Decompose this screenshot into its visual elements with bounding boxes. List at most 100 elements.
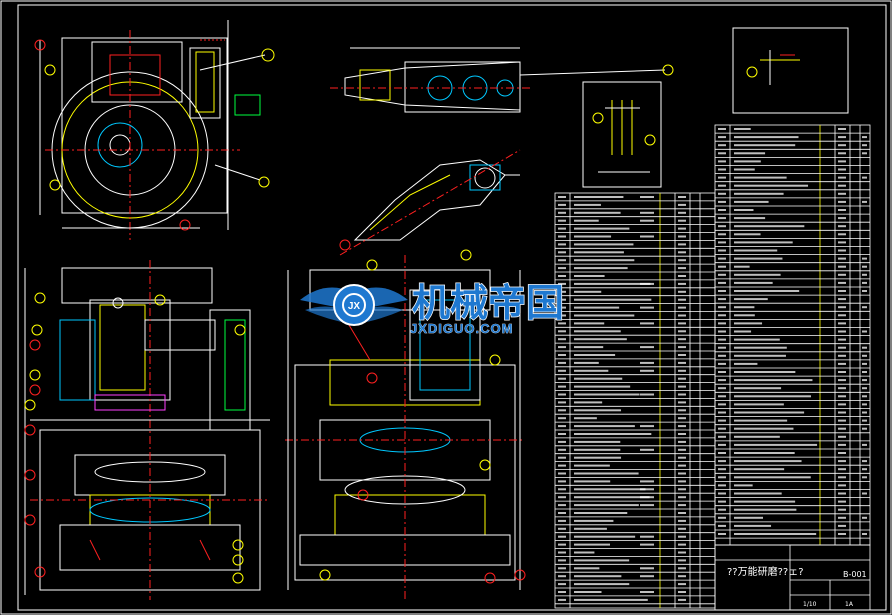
table-text-mark bbox=[838, 330, 846, 333]
drawing-number: B-001 bbox=[843, 570, 867, 579]
table-text-mark bbox=[574, 425, 635, 428]
table-text-mark bbox=[640, 535, 654, 538]
table-text-mark bbox=[640, 369, 654, 372]
table-text-mark bbox=[558, 251, 566, 254]
table-text-mark bbox=[734, 290, 800, 292]
table-text-mark bbox=[862, 354, 867, 357]
table-text-mark bbox=[734, 411, 805, 414]
table-text-mark bbox=[558, 354, 566, 356]
table-text-mark bbox=[734, 338, 780, 341]
table-text-mark bbox=[838, 346, 846, 349]
table-text-mark bbox=[574, 393, 640, 396]
table-text-mark bbox=[678, 361, 686, 364]
table-text-mark bbox=[718, 217, 726, 220]
table-text-mark bbox=[718, 257, 726, 260]
table-text-mark bbox=[838, 533, 846, 535]
table-text-mark bbox=[678, 583, 686, 586]
plan-view-top-left bbox=[34, 20, 275, 240]
table-text-mark bbox=[574, 322, 605, 325]
table-text-mark bbox=[838, 322, 846, 325]
table-text-mark bbox=[862, 281, 867, 284]
table-text-mark bbox=[838, 144, 846, 147]
table-text-mark bbox=[838, 524, 846, 527]
table-text-mark bbox=[734, 322, 763, 325]
table-text-mark bbox=[678, 275, 686, 277]
table-text-mark bbox=[718, 322, 726, 325]
table-text-mark bbox=[574, 346, 604, 349]
table-text-mark bbox=[718, 144, 726, 147]
table-text-mark bbox=[734, 443, 818, 446]
table-text-mark bbox=[558, 559, 566, 562]
table-text-mark bbox=[718, 338, 726, 341]
table-text-mark bbox=[678, 235, 686, 238]
table-text-mark bbox=[640, 543, 654, 546]
table-text-mark bbox=[558, 306, 566, 309]
table-text-mark bbox=[718, 516, 726, 519]
table-text-mark bbox=[574, 480, 611, 483]
table-text-mark bbox=[734, 314, 755, 317]
table-text-mark bbox=[862, 371, 867, 373]
table-text-mark bbox=[558, 385, 566, 388]
table-text-mark bbox=[838, 411, 846, 414]
table-text-mark bbox=[734, 452, 795, 454]
table-text-mark bbox=[838, 419, 846, 422]
table-text-mark bbox=[678, 543, 686, 546]
table-text-mark bbox=[574, 235, 612, 238]
table-text-lines bbox=[558, 128, 867, 601]
table-text-mark bbox=[718, 476, 726, 479]
table-text-mark bbox=[734, 476, 811, 479]
table-text-mark bbox=[574, 369, 609, 372]
table-text-mark bbox=[718, 500, 726, 503]
table-text-mark bbox=[718, 298, 726, 301]
table-text-mark bbox=[574, 314, 635, 317]
table-text-mark bbox=[558, 219, 566, 222]
table-text-mark bbox=[718, 403, 726, 406]
table-text-mark bbox=[678, 567, 686, 570]
table-text-mark bbox=[574, 488, 646, 491]
table-text-mark bbox=[862, 346, 867, 349]
table-text-mark bbox=[558, 298, 566, 301]
table-text-mark bbox=[734, 281, 773, 284]
table-text-mark bbox=[734, 249, 778, 252]
table-text-mark bbox=[718, 533, 726, 535]
table-text-mark bbox=[574, 464, 610, 467]
table-text-mark bbox=[678, 322, 686, 325]
table-text-mark bbox=[838, 379, 846, 382]
table-text-mark bbox=[640, 361, 654, 364]
table-text-mark bbox=[574, 211, 621, 214]
table-text-mark bbox=[734, 371, 796, 373]
table-text-mark bbox=[734, 346, 787, 349]
table-text-mark bbox=[838, 403, 846, 406]
table-text-mark bbox=[718, 241, 726, 244]
table-text-mark bbox=[862, 476, 867, 479]
table-text-mark bbox=[718, 362, 726, 365]
table-text-mark bbox=[558, 583, 566, 586]
table-text-mark bbox=[558, 496, 566, 499]
table-text-mark bbox=[734, 330, 752, 333]
table-text-mark bbox=[838, 209, 846, 211]
table-text-mark bbox=[718, 184, 726, 187]
table-text-mark bbox=[678, 519, 686, 522]
table-text-mark bbox=[678, 211, 686, 214]
table-text-mark bbox=[558, 504, 566, 507]
table-text-mark bbox=[862, 362, 867, 365]
table-text-mark bbox=[838, 200, 846, 203]
table-text-mark bbox=[734, 354, 786, 357]
table-text-mark bbox=[574, 567, 600, 570]
table-text-mark bbox=[558, 448, 566, 451]
front-elevation-bottom-left bbox=[24, 260, 270, 600]
inclined-arm-detail bbox=[339, 149, 521, 256]
table-text-mark bbox=[574, 377, 623, 380]
table-text-mark bbox=[678, 512, 686, 514]
table-text-mark bbox=[574, 361, 599, 364]
table-text-mark bbox=[718, 379, 726, 382]
table-text-mark bbox=[718, 492, 726, 495]
table-text-mark bbox=[838, 516, 846, 519]
table-text-mark bbox=[734, 533, 817, 535]
table-text-mark bbox=[838, 500, 846, 503]
table-text-mark bbox=[718, 225, 726, 228]
table-text-mark bbox=[862, 443, 867, 446]
table-text-mark bbox=[574, 559, 630, 562]
table-text-mark bbox=[838, 427, 846, 430]
